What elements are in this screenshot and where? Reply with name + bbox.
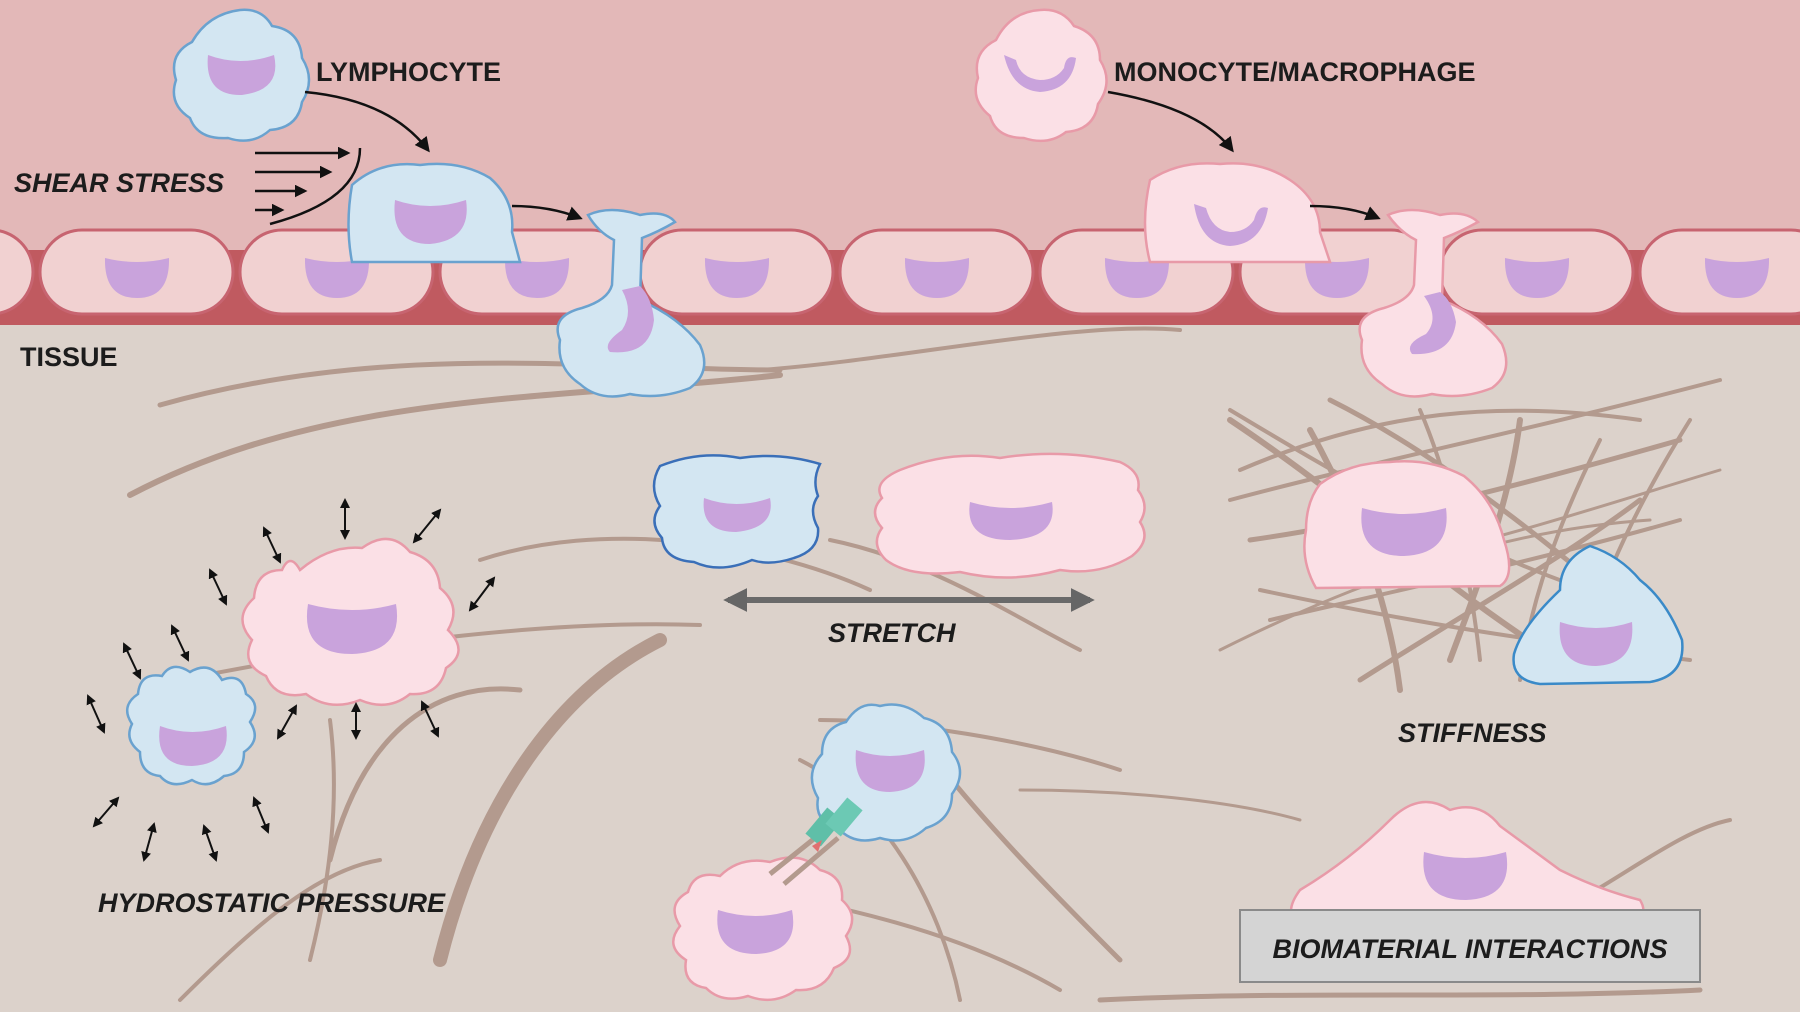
macrophage-pressure [241, 537, 460, 707]
label-hydrostatic-pressure: HYDROSTATIC PRESSURE [98, 888, 446, 918]
nucleus [1004, 55, 1076, 92]
receptor-ligand-complex [768, 797, 863, 886]
endothelial-nuclei [104, 258, 1770, 298]
monocyte-transmigrating [1358, 208, 1508, 398]
macrophage-stiffness [1303, 460, 1511, 590]
nucleus [207, 55, 276, 96]
vessel-lumen [0, 0, 1800, 260]
monocyte-rolling [1143, 162, 1332, 264]
biomaterial-box [1239, 909, 1701, 983]
lymphocyte-pressure [125, 665, 257, 786]
nucleus [969, 502, 1053, 540]
nucleus [855, 750, 925, 792]
label-biomaterial-interactions: BIOMATERIAL INTERACTIONS [1273, 934, 1668, 964]
label-shear-stress: SHEAR STRESS [14, 168, 224, 198]
label-stretch: STRETCH [828, 618, 956, 648]
lymphocyte-stiffness [1512, 544, 1684, 686]
nucleus [703, 498, 771, 532]
label-lymphocyte: LYMPHOCYTE [316, 57, 501, 87]
endothelial-cell [0, 229, 35, 315]
lymphocyte-stretch [652, 454, 822, 569]
hydrostatic-pressure-arrows [86, 498, 496, 862]
nucleus [1559, 622, 1633, 666]
label-monocyte-macrophage: MONOCYTE/MACROPHAGE [1114, 57, 1476, 87]
nucleus [717, 910, 794, 954]
nucleus [607, 286, 654, 353]
nucleus [1194, 204, 1268, 246]
monocyte-circulating [974, 8, 1108, 143]
lymphocyte-transmigrating [556, 208, 706, 398]
nucleus [1361, 508, 1447, 556]
shear-stress-arrows [255, 146, 362, 226]
label-tissue: TISSUE [20, 342, 118, 372]
nucleus [159, 726, 227, 766]
macrophage-stretch [873, 452, 1146, 579]
label-stiffness: STIFFNESS [1398, 718, 1547, 748]
macrophage-biomaterial-contact [672, 856, 854, 1002]
lymphocyte-rolling [347, 162, 522, 264]
nucleus [394, 200, 467, 244]
lymphocyte-circulating [172, 8, 311, 142]
nucleus [1409, 292, 1456, 355]
nucleus [306, 604, 398, 654]
nucleus [1423, 852, 1508, 900]
migration-arrows [304, 90, 1381, 221]
